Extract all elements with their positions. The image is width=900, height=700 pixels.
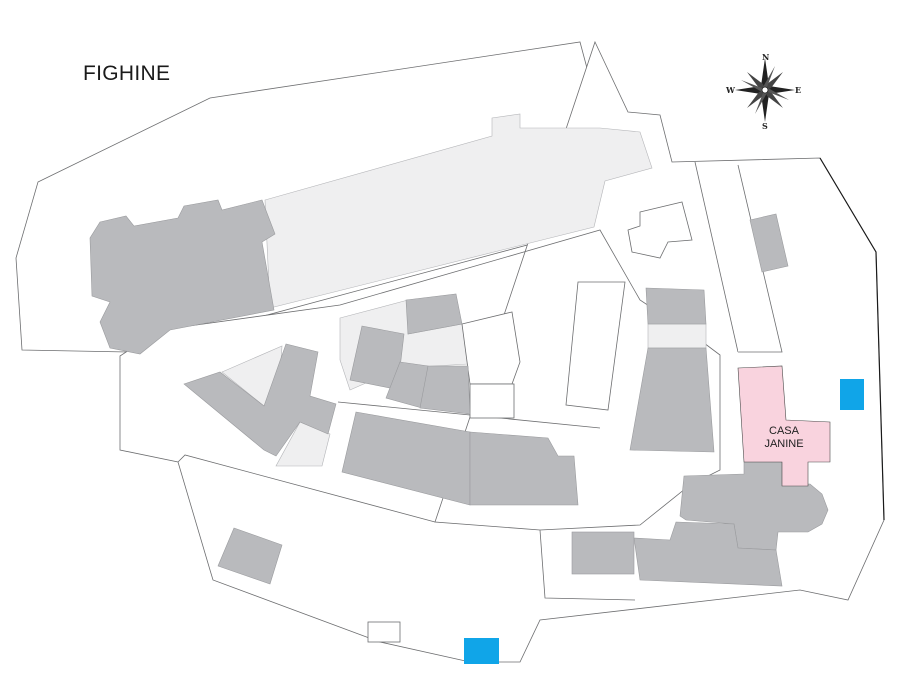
compass-rose-icon: N S W E — [725, 52, 801, 131]
building-east-tall — [629, 347, 715, 453]
boundary-line — [819, 157, 885, 521]
plot-center-house — [461, 311, 521, 385]
plot-north-small — [627, 201, 693, 259]
building-south-square — [571, 531, 635, 575]
building-southwest — [217, 527, 283, 585]
east-passage-courtyard — [647, 323, 707, 349]
compass-n: N — [762, 52, 769, 62]
compass-e: E — [795, 85, 801, 95]
building-west-l — [183, 343, 337, 457]
compass-s: S — [762, 121, 768, 131]
marker-east — [840, 379, 864, 410]
castle-building — [89, 199, 276, 355]
north-courtyard — [264, 113, 653, 309]
compass-w: W — [725, 85, 736, 95]
building-church-lower — [633, 521, 783, 587]
casa-janine-building — [737, 365, 831, 487]
building-center-north — [405, 293, 463, 335]
building-northeast — [749, 213, 789, 273]
building-south-east — [469, 431, 579, 506]
plot-center-small — [469, 383, 515, 419]
plot-center-long — [565, 281, 626, 411]
plot-south-small — [367, 621, 401, 643]
building-east-top — [645, 287, 707, 325]
casa-janine-label: CASA JANINE — [764, 425, 804, 450]
east-lane-left — [694, 161, 739, 353]
building-center-c — [419, 365, 471, 415]
inner-street-line — [177, 454, 436, 523]
buildings — [89, 199, 829, 587]
plots — [367, 201, 693, 643]
map-title: FIGHINE — [83, 62, 171, 85]
marker-south — [464, 638, 499, 664]
